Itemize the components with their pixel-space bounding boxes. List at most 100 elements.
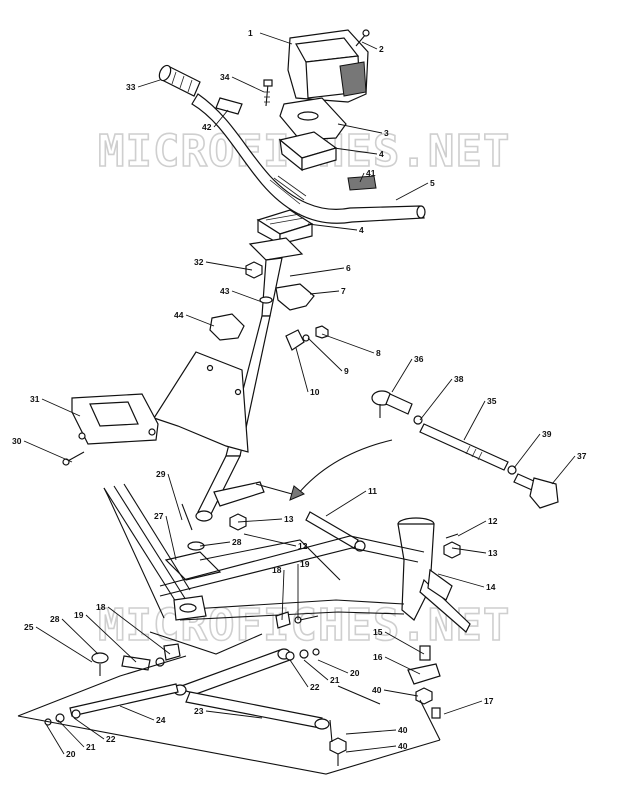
callout-number: 14 [486,582,496,592]
callout-number: 34 [220,72,230,82]
upper-clamp [278,131,338,172]
spindle [397,517,471,633]
bushing-lower [209,313,245,341]
callout-number: 2 [379,44,384,54]
callout-number: 18 [272,565,282,575]
leader-line [457,520,487,537]
leader-line [231,76,265,93]
leader-line [395,182,429,201]
cover-screw [355,29,370,47]
leader-line [185,314,215,327]
washer-28 [187,541,205,551]
callout-24: 24 [119,705,166,725]
leader-line [199,541,231,547]
callout-number: 13 [488,548,498,558]
callout-number: 10 [310,387,320,397]
leader-line [259,32,293,45]
clamp-hardware [285,325,329,351]
clamp-bolt [263,79,273,107]
callout-number: 27 [154,511,164,521]
leader-line [391,358,413,393]
leader-line [345,729,397,735]
assembly-arrow [297,439,393,495]
pitman-arm [213,481,265,507]
callout-number: 35 [487,396,497,406]
callout-28: 28 [199,537,242,547]
callout-number: 17 [484,696,494,706]
leader-line [325,490,367,517]
callout-12: 12 [457,516,498,537]
support-plate [153,351,249,453]
leader-line [213,109,229,128]
callout-40: 40 [345,741,408,753]
callout-7: 7 [309,286,346,296]
leader-line [307,223,358,231]
callout-1: 1 [248,28,293,45]
callout-35: 35 [463,396,497,441]
lower-clamp [256,209,314,246]
handlebar [191,93,426,224]
callout-13: 13 [237,514,294,524]
callout-number: 30 [12,436,22,446]
callout-32: 32 [194,257,253,271]
spindle-hardware-top [443,533,461,559]
leader-line [107,606,171,655]
leader-line [359,172,365,183]
callout-8: 8 [321,333,381,358]
callout-4: 4 [307,223,364,235]
callout-number: 16 [373,652,383,662]
leader-line [317,659,349,674]
leader-line [205,710,263,719]
leader-line [345,745,397,753]
callout-39: 39 [513,429,552,469]
leader-line [57,719,85,748]
callout-number: 1 [248,28,253,38]
bushing-upper [275,283,315,311]
callout-number: 6 [346,263,351,273]
callout-number: 38 [454,374,464,384]
callout-30: 30 [12,436,73,463]
callout-number: 32 [194,257,204,267]
a-arm-nut [329,719,347,766]
leader-line [237,518,283,523]
handlebar-pad-right [347,175,377,191]
callout-number: 4 [359,225,364,235]
a-arm-hardware-upper [285,648,320,661]
callout-number: 37 [577,451,587,461]
callout-number: 28 [50,614,60,624]
callout-number: 9 [344,366,349,376]
callout-15: 15 [373,627,425,655]
tie-rod-assembly [371,390,559,509]
leader-line [243,533,297,547]
callout-number: 11 [368,486,377,496]
leader-line [35,626,93,663]
callout-16: 16 [373,652,421,675]
leader-line [384,631,425,655]
callout-14: 14 [437,573,496,592]
leader-line [513,433,541,469]
callout-number: 19 [300,559,310,569]
callout-3: 3 [337,123,389,138]
handlebar-cover [287,29,369,103]
handlebar-pad [215,97,243,115]
callout-21: 21 [303,659,340,685]
callout-36: 36 [391,354,424,393]
callout-19: 19 [297,559,310,620]
a-arm-hardware-lower [44,709,81,726]
callout-10: 10 [295,347,320,397]
mounting-bracket [71,393,159,445]
leader-line [165,515,177,561]
callout-6: 6 [289,263,351,277]
callout-number: 4 [379,149,384,159]
callout-29: 29 [156,469,183,521]
leader-line [333,147,378,155]
callout-number: 21 [86,742,96,752]
callout-number: 36 [414,354,424,364]
callout-number: 21 [330,675,340,685]
callout-number: 22 [106,734,116,744]
callout-number: 23 [194,706,204,716]
leader-line [309,290,340,295]
callout-37: 37 [551,451,587,485]
